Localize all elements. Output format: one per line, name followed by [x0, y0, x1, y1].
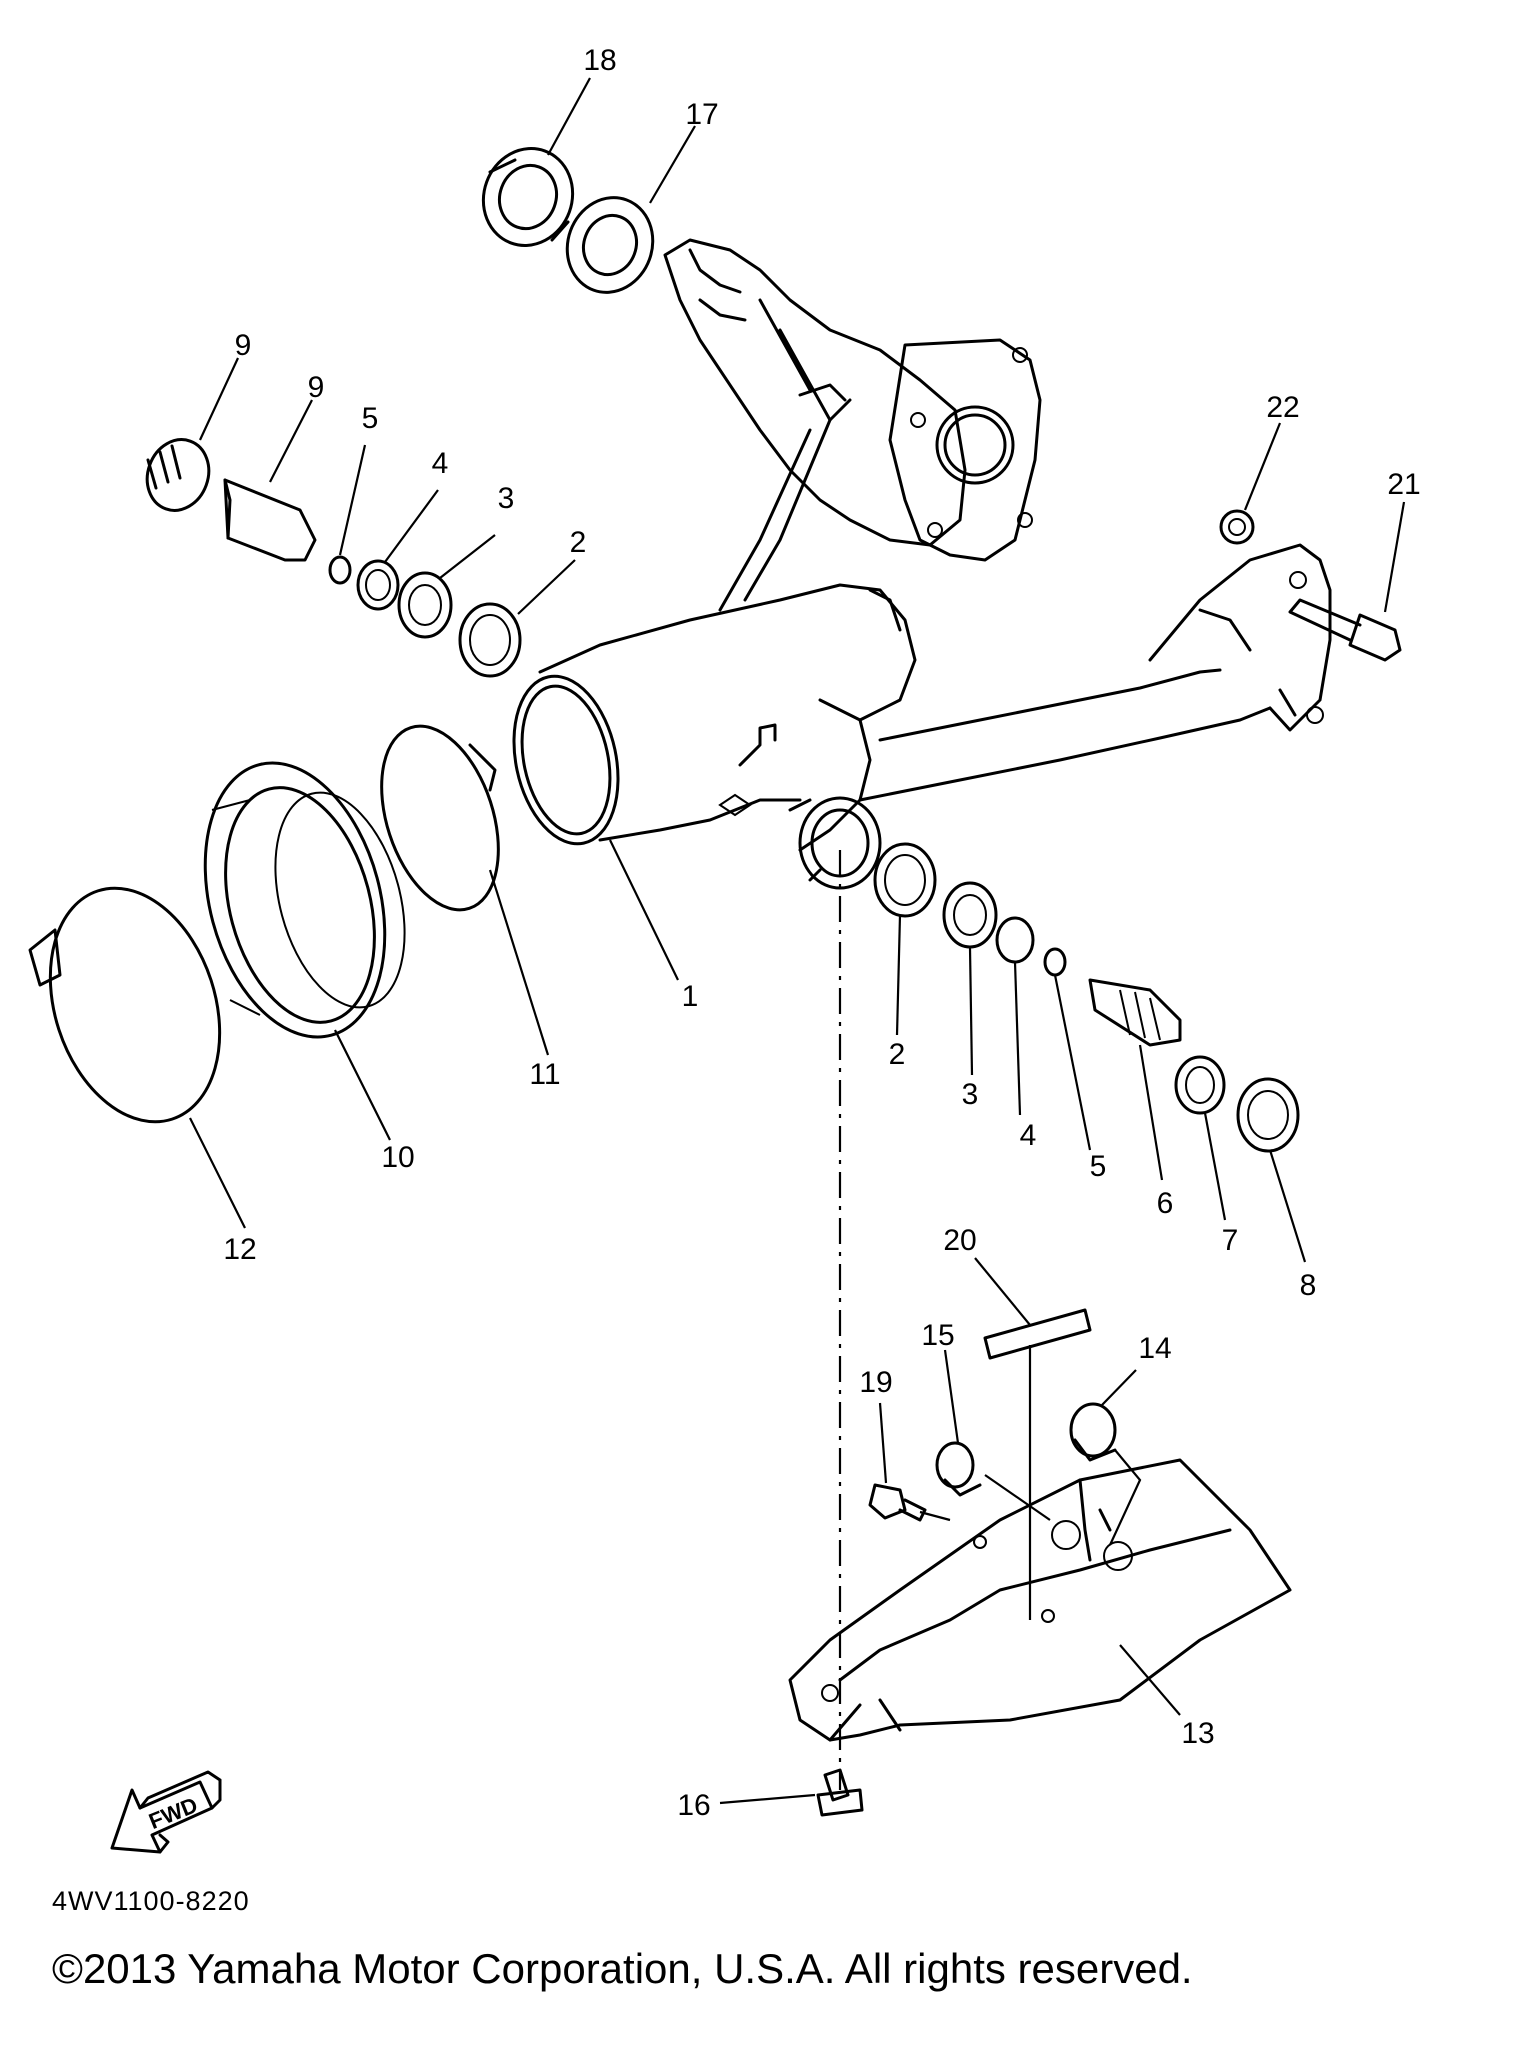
- part-20-bearing: [481, 147, 575, 247]
- callout-5-right: 5: [1090, 1150, 1107, 1183]
- callout-20: 18: [583, 44, 616, 77]
- part-14-damper: [1069, 1402, 1117, 1462]
- leader-15-mount: [984, 1474, 1051, 1521]
- callout-7: 7: [1222, 1224, 1239, 1257]
- part-4-collar-left: [356, 559, 400, 611]
- fwd-label: FWD: [145, 1792, 201, 1834]
- part-4-collar-right: [995, 916, 1035, 964]
- part-3-seal-right: [942, 881, 998, 949]
- part-16-bolt: [816, 1768, 864, 1817]
- part-15-damper: [935, 1441, 982, 1497]
- leader-17-mount: [919, 1510, 951, 1522]
- callout-18: 20: [943, 1224, 976, 1257]
- part-2-bushing-left: [458, 602, 522, 678]
- callout-19: 17: [685, 98, 718, 131]
- callout-9-left: 9: [235, 329, 252, 362]
- callout-21: 21: [1387, 468, 1420, 501]
- part-22-nut: [1219, 509, 1255, 545]
- part-1-swingarm: [512, 543, 1332, 890]
- callout-14: 14: [1138, 1332, 1171, 1365]
- callout-2-left: 2: [570, 526, 587, 559]
- final-drive-housing: [663, 238, 1042, 612]
- callout-4-right: 4: [1020, 1119, 1037, 1152]
- callout-3-right: 3: [962, 1078, 979, 1111]
- callout-11: 11: [529, 1058, 560, 1091]
- callout-8: 9: [308, 371, 325, 404]
- part-code: 4WV1100-8220: [52, 1886, 250, 1916]
- part-21-bolt: [1288, 598, 1402, 662]
- part-5-o-ring-left: [328, 555, 352, 585]
- callout-labels: 18 17 9 9 5 4 3 2 22 21 1 11 10 12 2 3 4…: [223, 44, 1420, 1822]
- part-9-cap-left: [145, 438, 211, 512]
- callout-17: 19: [859, 1366, 892, 1399]
- part-19-bearing: [565, 196, 655, 294]
- part-18-label: [983, 1308, 1092, 1360]
- fwd-arrow-icon: FWD: [110, 1770, 222, 1854]
- callout-15: 15: [921, 1319, 954, 1352]
- part-12-clamp: [28, 886, 222, 1124]
- copyright-notice: ©2013 Yamaha Motor Corporation, U.S.A. A…: [52, 1945, 1193, 1992]
- callout-4-left: 4: [432, 447, 449, 480]
- callout-5-left: 5: [362, 402, 379, 435]
- leader-lines: [189, 77, 1406, 1805]
- part-2-bushing-right: [873, 842, 937, 918]
- callout-10: 10: [381, 1141, 414, 1174]
- part-13-skid-plate: [788, 1458, 1292, 1742]
- part-3-seal-left: [397, 571, 453, 639]
- callout-22: 22: [1266, 391, 1299, 424]
- callout-12: 12: [223, 1233, 256, 1266]
- part-9-cap-right: [1236, 1077, 1300, 1153]
- part-7-nut: [1174, 1055, 1226, 1115]
- callout-9-right: 8: [1300, 1269, 1317, 1302]
- callout-3-left: 3: [498, 482, 515, 515]
- part-17-bolt: [868, 1483, 927, 1522]
- part-8-pivot-shaft: [223, 478, 317, 562]
- callout-6: 6: [1157, 1187, 1174, 1220]
- callout-13: 13: [1181, 1717, 1214, 1750]
- leader-14-mount: [1109, 1449, 1142, 1546]
- part-5-o-ring-right: [1043, 947, 1067, 977]
- part-10-boot: [203, 761, 406, 1039]
- callout-16: 16: [677, 1789, 710, 1822]
- part-11-clamp: [380, 724, 500, 912]
- part-6-pivot-shaft: [1088, 978, 1182, 1047]
- callout-2-right: 2: [889, 1038, 906, 1071]
- callout-1: 1: [682, 980, 699, 1013]
